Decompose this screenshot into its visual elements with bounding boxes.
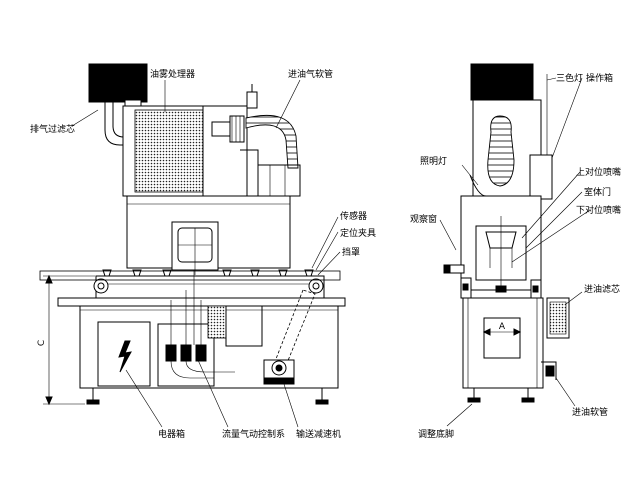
label-operation-box: 操作箱 <box>586 72 613 84</box>
exhaust-filter-block <box>88 63 148 103</box>
solenoid-valve <box>207 305 227 339</box>
label-sensor: 传感器 <box>340 210 367 222</box>
side-hose <box>487 115 515 187</box>
conveyor-roller-left <box>93 278 109 294</box>
front-view: C <box>37 63 346 428</box>
label-oil-inlet-hose: 进油软管 <box>572 406 608 418</box>
leaders-side <box>439 77 591 427</box>
frame-top-band <box>57 297 346 307</box>
operation-box <box>529 154 553 200</box>
dimension-a: A <box>482 322 522 336</box>
side-view: A <box>439 63 591 427</box>
dim-c-label: C <box>37 340 47 346</box>
label-oil-mist-processor: 油雾处理器 <box>150 68 195 80</box>
label-electrical-box: 电器箱 <box>158 428 185 440</box>
front-feet <box>86 388 329 405</box>
oil-inlet-hose <box>541 361 557 380</box>
intake-hose <box>245 114 299 169</box>
side-top-block <box>470 63 534 101</box>
label-adjustable-foot: 调整底脚 <box>418 428 454 440</box>
leaders-front <box>71 79 341 428</box>
processor-outlet <box>246 91 258 109</box>
dim-a-label: A <box>499 322 506 332</box>
callouts: 油雾处理器 排气过滤芯 进油气软管 传感器 定位夹具 挡罩 电器箱 流量气动控制… <box>30 68 621 440</box>
side-lower-cabinet <box>462 297 544 389</box>
label-pneumatic-control: 流量气动控制系 <box>222 428 285 440</box>
conveyor-roller-right <box>308 278 324 294</box>
label-lighting-lamp: 照明灯 <box>420 156 447 167</box>
label-lower-nozzle: 下对位喷嘴 <box>576 204 621 216</box>
label-observation-window: 观察窗 <box>410 213 437 225</box>
label-baffle: 挡罩 <box>342 246 360 258</box>
label-positioning-fixture: 定位夹具 <box>340 227 376 239</box>
table-top <box>39 270 341 281</box>
label-chamber-door: 室体门 <box>584 186 611 198</box>
label-intake-hose: 进油气软管 <box>288 68 333 80</box>
label-three-color-light: 三色灯 <box>556 72 583 84</box>
conveyor-bed <box>95 275 325 299</box>
label-oil-filter-core: 进油滤芯 <box>584 283 620 295</box>
label-upper-nozzle: 上对位喷嘴 <box>576 166 621 178</box>
processor-fan <box>229 115 245 143</box>
dimension-c: C <box>37 274 95 406</box>
lightning-bolt-icon <box>118 340 132 373</box>
side-feet <box>467 388 535 403</box>
processor-mesh <box>134 109 204 193</box>
label-conveyor-motor: 输送减速机 <box>296 428 341 440</box>
processor-motor <box>211 121 231 137</box>
label-exhaust-filter-core: 排气过滤芯 <box>30 123 75 135</box>
fixture-row <box>102 269 314 277</box>
